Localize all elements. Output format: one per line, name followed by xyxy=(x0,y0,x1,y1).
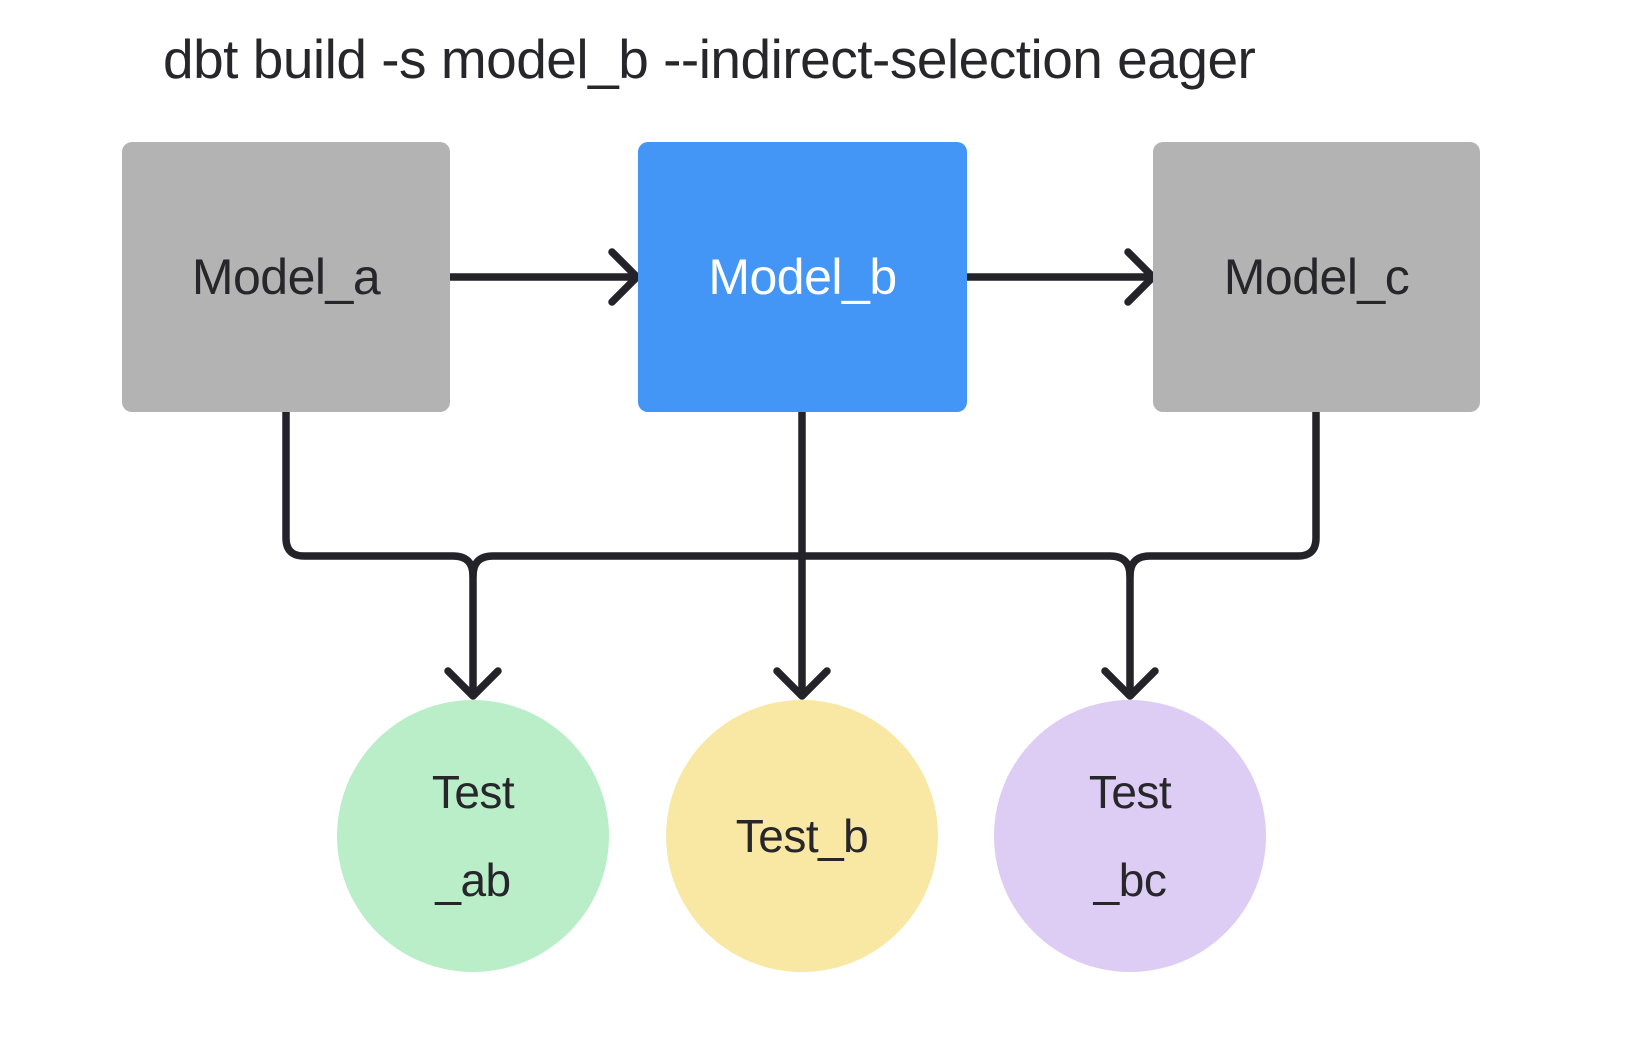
node-test-bc-label-line1: Test xyxy=(1088,766,1172,818)
arrowhead-test-b xyxy=(773,667,831,700)
arrowhead-test-bc xyxy=(1101,667,1159,700)
node-test-bc-label-line2: _bc xyxy=(1093,854,1167,906)
node-model-b-label: Model_b xyxy=(708,249,897,305)
edge-model-a-to-test-ab xyxy=(282,406,477,694)
edge-model-c-to-test-bc xyxy=(1126,406,1320,694)
node-model-c-label: Model_c xyxy=(1223,249,1410,305)
edge-model-b-to-test-ab xyxy=(469,552,806,580)
node-model-a: Model_a xyxy=(122,142,450,412)
node-test-b-label: Test_b xyxy=(735,810,869,862)
edge-model-b-to-test-bc xyxy=(798,552,1134,580)
node-test-ab-label-line2: _ab xyxy=(435,854,511,906)
node-test-b: Test_b xyxy=(666,700,938,972)
node-model-a-label: Model_a xyxy=(191,249,381,305)
node-test-bc: Test _bc xyxy=(994,700,1266,972)
node-test-ab: Test _ab xyxy=(337,700,609,972)
diagram-title: dbt build -s model_b --indirect-selectio… xyxy=(163,28,1256,90)
node-test-ab-label-line1: Test xyxy=(431,766,515,818)
arrowhead-model-b xyxy=(608,248,641,306)
node-model-b-selected: Model_b xyxy=(638,142,967,412)
arrowhead-test-ab xyxy=(444,667,502,700)
node-model-c: Model_c xyxy=(1153,142,1480,412)
